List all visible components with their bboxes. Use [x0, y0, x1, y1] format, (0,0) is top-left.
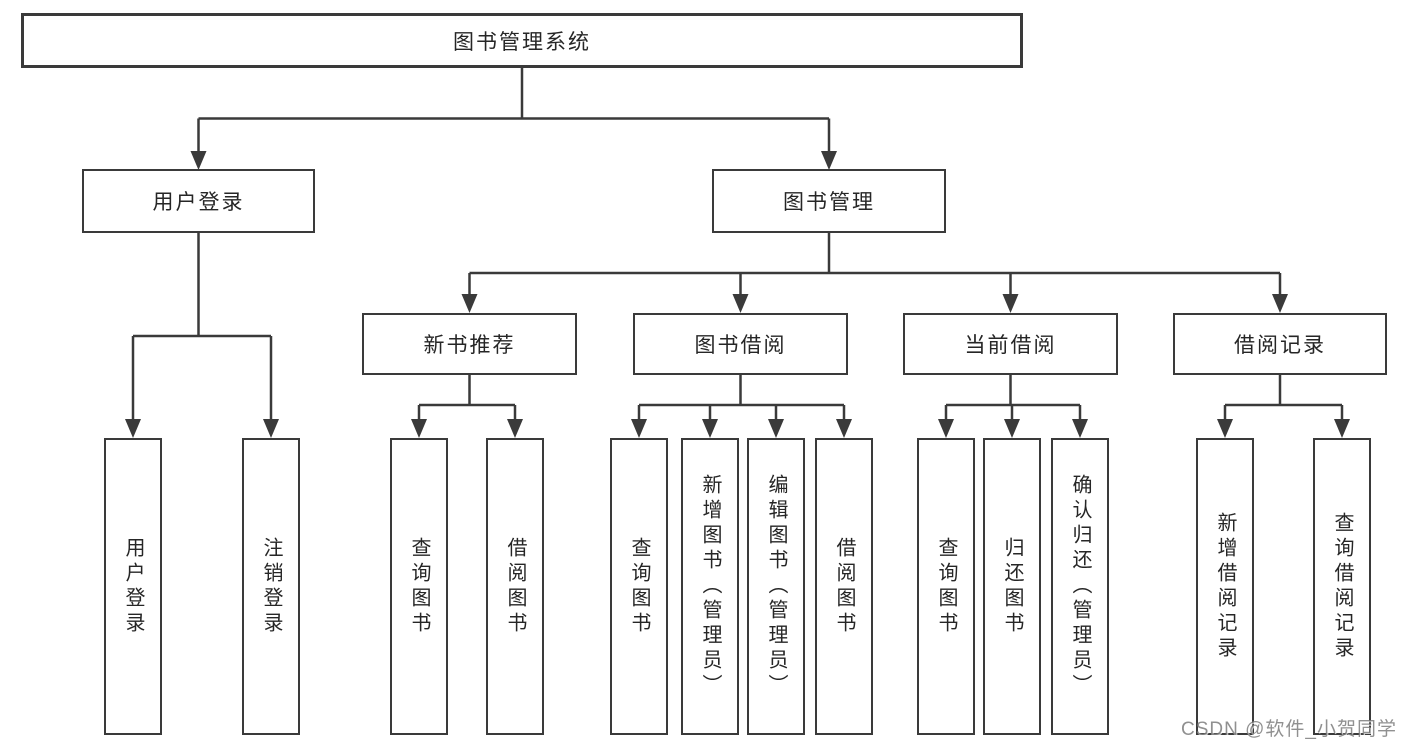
node-user-login: 用户登录 — [82, 169, 315, 233]
leaf-user-login: 用户登录 — [104, 438, 162, 735]
watermark-text: CSDN @软件_小贺同学 — [1181, 719, 1397, 740]
connector-recommend-to-leaves — [417, 375, 517, 423]
leaf-borrow-books-recommend: 借阅图书 — [486, 438, 544, 735]
leaf-add-borrow-record-label: 新增借阅记录 — [1214, 511, 1236, 662]
leaf-add-borrow-record: 新增借阅记录 — [1196, 438, 1254, 735]
node-book-management: 图书管理 — [712, 169, 946, 233]
node-root-label: 图书管理系统 — [453, 30, 591, 54]
leaf-query-books-current-label: 查询图书 — [935, 536, 957, 637]
node-book-borrow: 图书借阅 — [633, 313, 848, 375]
leaf-add-book-admin: 新增图书（管理员） — [681, 438, 739, 735]
node-borrow-records-label: 借阅记录 — [1234, 334, 1326, 357]
connector-borrow-to-leaves — [637, 375, 846, 423]
leaf-edit-book-admin: 编辑图书（管理员） — [747, 438, 805, 735]
leaf-query-books-borrow: 查询图书 — [610, 438, 668, 735]
node-root: 图书管理系统 — [21, 13, 1023, 68]
leaf-return-book-label: 归还图书 — [1001, 536, 1023, 637]
node-current-borrow-label: 当前借阅 — [964, 334, 1057, 357]
leaf-query-books-recommend: 查询图书 — [390, 438, 448, 735]
leaf-borrow-books-recommend-label: 借阅图书 — [504, 536, 526, 637]
node-current-borrow: 当前借阅 — [903, 313, 1118, 375]
connector-login-to-leaves — [131, 233, 273, 421]
connector-records-to-leaves — [1223, 375, 1344, 423]
leaf-query-books-recommend-label: 查询图书 — [408, 536, 430, 637]
leaf-confirm-return-admin: 确认归还（管理员） — [1051, 438, 1109, 735]
leaf-borrow-books-label: 借阅图书 — [833, 536, 855, 637]
node-book-management-label: 图书管理 — [783, 191, 875, 214]
leaf-confirm-return-admin-label: 确认归还（管理员） — [1069, 474, 1091, 699]
connector-root-to-level2 — [197, 68, 831, 153]
leaf-user-login-label: 用户登录 — [122, 536, 144, 637]
leaf-add-book-admin-label: 新增图书（管理员） — [699, 474, 721, 699]
node-book-borrow-label: 图书借阅 — [694, 334, 787, 357]
node-user-login-label: 用户登录 — [152, 191, 245, 214]
leaf-return-book: 归还图书 — [983, 438, 1041, 735]
leaf-query-borrow-record: 查询借阅记录 — [1313, 438, 1371, 735]
leaf-logout: 注销登录 — [242, 438, 300, 735]
leaf-edit-book-admin-label: 编辑图书（管理员） — [765, 474, 787, 699]
leaf-query-borrow-record-label: 查询借阅记录 — [1331, 511, 1353, 662]
leaf-logout-label: 注销登录 — [260, 536, 282, 637]
leaf-query-books-borrow-label: 查询图书 — [628, 536, 650, 637]
connector-management-to-level3 — [468, 233, 1282, 296]
node-new-book-recommend: 新书推荐 — [362, 313, 577, 375]
node-borrow-records: 借阅记录 — [1173, 313, 1387, 375]
node-new-book-recommend-label: 新书推荐 — [423, 334, 516, 357]
leaf-borrow-books: 借阅图书 — [815, 438, 873, 735]
arrowheads — [125, 151, 1350, 438]
leaf-query-books-current: 查询图书 — [917, 438, 975, 735]
connector-current-to-leaves — [944, 375, 1082, 423]
